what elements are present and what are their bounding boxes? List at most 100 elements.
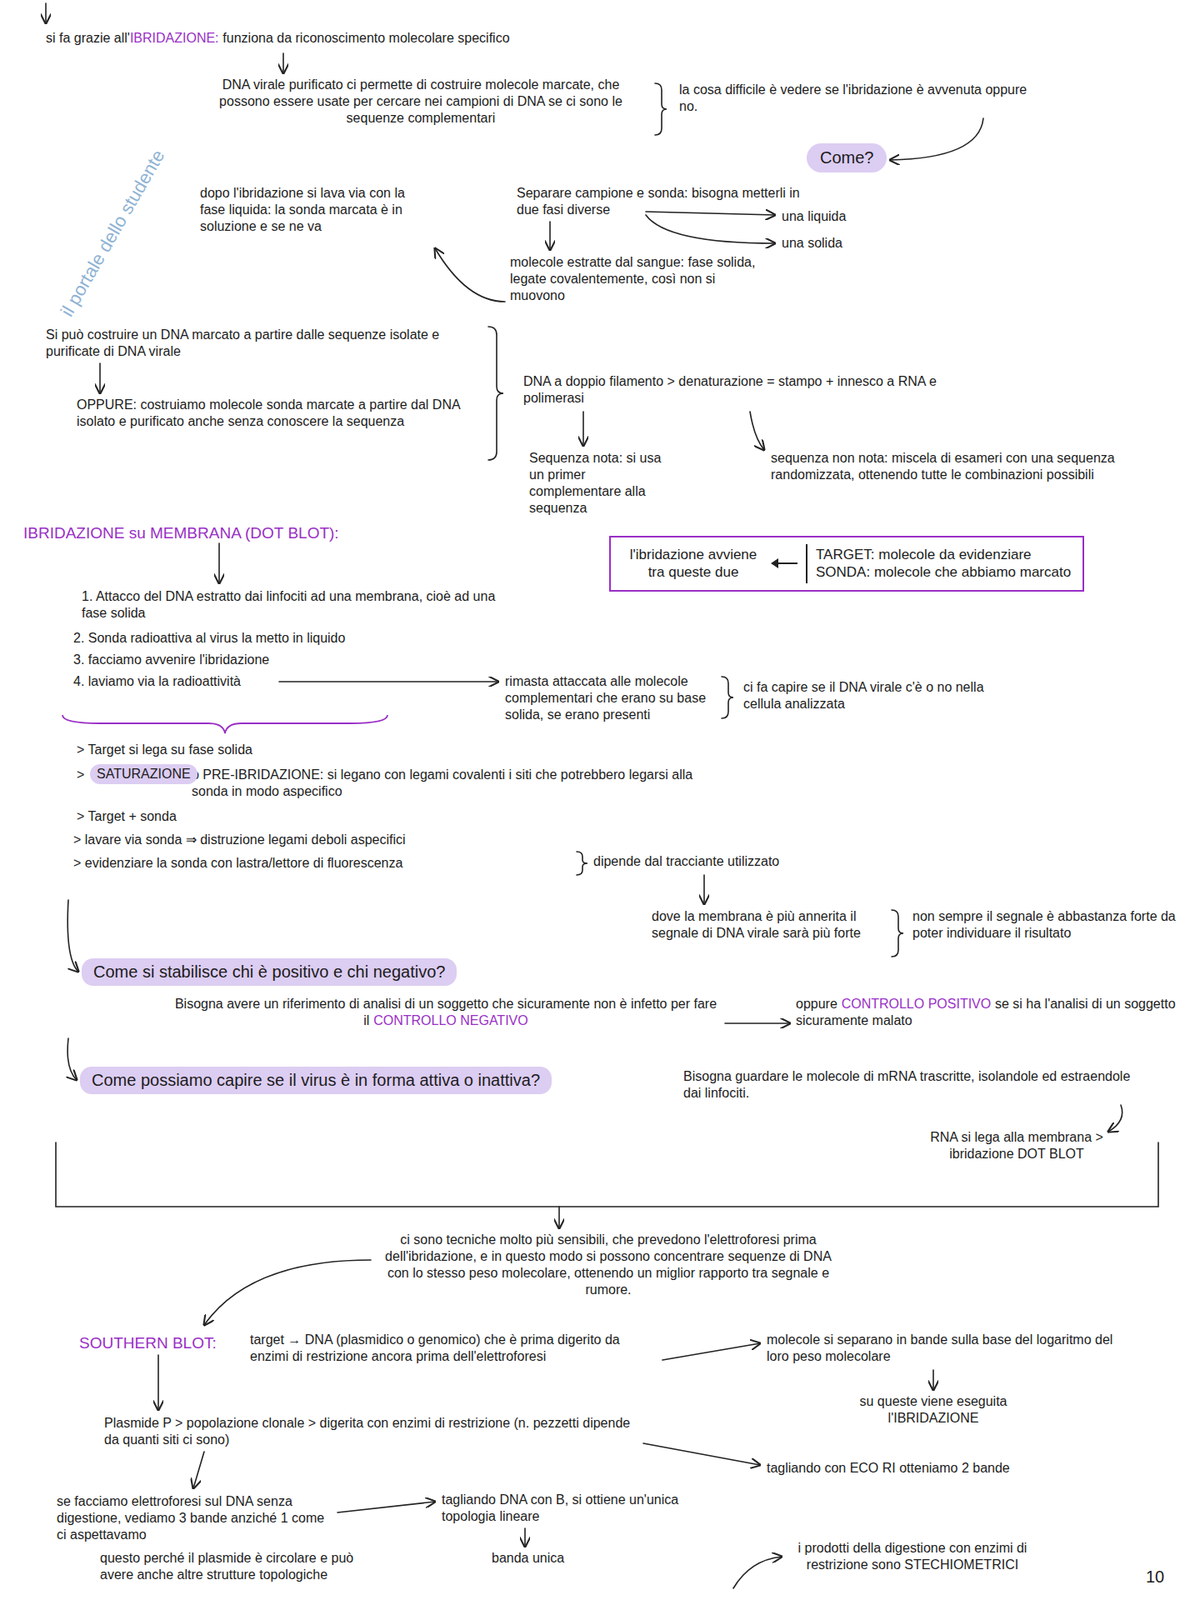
note-phrase: dopo l'ibridazione si lava via con la fa…	[200, 185, 405, 234]
note-phrase: tagliando con ECO RI otteniamo 2 bande	[766, 1460, 1010, 1475]
note-phrase: Bisogna guardare le molecole di mRNA tra…	[683, 1069, 1130, 1100]
note-phrase: sequenza non nota: miscela di esameri co…	[770, 450, 1115, 482]
box-item: TARGET: molecole da evidenziare	[815, 545, 1071, 564]
highlight-term: IBRIDAZIONE:	[130, 30, 220, 45]
question-bubble: Come possiamo capire se il virus è in fo…	[80, 1066, 552, 1095]
note-text: se facciamo elettroforesi sul DNA senza …	[56, 1493, 332, 1544]
note-text: non sempre il segnale è abbastanza forte…	[912, 908, 1192, 942]
note-text: > lavare via sonda ⇒ distruzione legami …	[73, 831, 574, 849]
note-phrase: ci sono tecniche molto più sensibili, ch…	[385, 1232, 832, 1297]
note-text: tagliando con ECO RI otteniamo 2 bande	[766, 1460, 1050, 1477]
note-phrase: Plasmide P > popolazione clonale > diger…	[104, 1415, 630, 1447]
highlight-term: CONTROLLO NEGATIVO	[373, 1013, 529, 1028]
note-phrase: si fa grazie all'	[45, 30, 130, 45]
note-phrase: su queste viene eseguita l'IBRIDAZIONE	[859, 1394, 1007, 1425]
note-text: o PRE-IBRIDAZIONE: si legano con legami …	[191, 766, 725, 800]
note-phrase: oppure	[795, 996, 838, 1011]
note-text: oppureCONTROLLO POSITIVOse si ha l'anali…	[795, 995, 1188, 1030]
note-text: RNA si lega alla membrana > ibridazione …	[925, 1129, 1109, 1163]
box-item: SONDA: molecole che abbiamo marcato	[815, 563, 1071, 581]
note-phrase: Sequenza nota: si usa un primer compleme…	[529, 450, 661, 515]
note-phrase: DNA a doppio filamento > denaturazione =…	[523, 374, 937, 405]
note-text: Separare campione e sonda: bisogna mette…	[516, 185, 800, 219]
note-phrase: i prodotti della digestione con enzimi d…	[798, 1540, 1028, 1572]
note-phrase: > lavare via sonda ⇒ distruzione legami …	[73, 832, 406, 847]
highlight-term: CONTROLLO POSITIVO	[841, 996, 992, 1011]
node-text: Come?	[820, 147, 874, 169]
note-phrase: una solida	[781, 235, 843, 250]
note-phrase: se facciamo elettroforesi sul DNA senza …	[56, 1494, 325, 1542]
note-phrase: il portale dello studente	[56, 146, 170, 320]
note-text: questo perché il plasmide è circolare e …	[100, 1550, 384, 1584]
note-text: ci fa capire se il DNA virale c'è o no n…	[743, 679, 1019, 713]
note-phrase: una liquida	[781, 209, 846, 224]
watermark: il portale dello studente	[55, 110, 190, 321]
note-phrase: questo perché il plasmide è circolare e …	[100, 1550, 354, 1582]
note-text: Bisogna avere un riferimento di analisi …	[170, 995, 721, 1030]
note-text: rimasta attaccata alle molecole compleme…	[505, 673, 714, 724]
note-text: 4. laviamo via la radioattività	[73, 673, 324, 690]
note-text: > evidenziare la sonda con lastra/lettor…	[73, 855, 565, 872]
note-text: Sequenza nota: si usa un primer compleme…	[529, 450, 663, 517]
note-text: ci sono tecniche molto più sensibili, ch…	[375, 1231, 842, 1299]
note-phrase: OPPURE: costruiamo molecole sonda marcat…	[76, 397, 460, 429]
note-phrase: >	[76, 767, 85, 782]
bracket-list: TARGET: molecole da evidenziareSONDA: mo…	[805, 544, 1071, 584]
note-phrase: molecole estratte dal sangue: fase solid…	[510, 255, 755, 303]
note-text: dove la membrana è più annerita il segna…	[651, 908, 885, 942]
highlight-term: IBRIDAZIONE su MEMBRANA (DOT BLOT):	[23, 524, 340, 542]
note-phrase: 3. facciamo avvenire l'ibridazione	[73, 652, 270, 667]
note-text: IBRIDAZIONE su MEMBRANA (DOT BLOT):	[23, 523, 457, 544]
note-text: i prodotti della digestione con enzimi d…	[787, 1540, 1038, 1574]
definition-box: l'ibridazione avviene tra queste due TARG…	[609, 535, 1085, 592]
node-text: SATURAZIONE	[96, 765, 191, 783]
note-text: Bisogna guardare le molecole di mRNA tra…	[683, 1068, 1134, 1102]
note-phrase: 10	[1145, 1567, 1165, 1586]
note-text: sequenza non nota: miscela di esameri co…	[770, 450, 1192, 484]
node-text: Come si stabilisce chi è positivo e chi …	[93, 961, 445, 983]
question-bubble: Come?	[806, 143, 887, 173]
highlight-term: SOUTHERN BLOT:	[79, 1334, 217, 1352]
note-text: la cosa difficile è vedere se l'ibridazi…	[679, 81, 1046, 115]
note-phrase: Separare campione e sonda: bisogna mette…	[516, 185, 800, 217]
note-phrase: tagliando DNA con B, si ottiene un'unica…	[441, 1492, 679, 1524]
note-phrase: banda unica	[491, 1550, 565, 1565]
note-text: una solida	[781, 235, 949, 252]
note-phrase: target → DNA (plasmidico o genomico) che…	[250, 1332, 620, 1364]
note-text: SOUTHERN BLOT:	[79, 1333, 246, 1354]
arrow-line	[772, 562, 798, 565]
note-text: su queste viene eseguita l'IBRIDAZIONE	[825, 1393, 1042, 1427]
note-text: molecole si separano in bande sulla base…	[766, 1331, 1134, 1365]
box-heading: l'ibridazione avviene tra queste due	[622, 545, 765, 582]
highlight-term: SATURAZIONE	[90, 764, 198, 785]
note-text: 3. facciamo avvenire l'ibridazione	[73, 651, 507, 669]
note-text: si fa grazie all'IBRIDAZIONE:funziona da…	[45, 30, 963, 47]
note-phrase: > Target si lega su fase solida	[76, 742, 253, 757]
note-text: Plasmide P > popolazione clonale > diger…	[104, 1415, 638, 1449]
note-phrase: > evidenziare la sonda con lastra/lettor…	[73, 855, 403, 870]
note-text: target → DNA (plasmidico o genomico) che…	[250, 1331, 659, 1365]
note-text: Si può costruire un DNA marcato a partir…	[45, 326, 480, 360]
note-text: > Target + sonda	[76, 808, 410, 825]
note-text: tagliando DNA con B, si ottiene un'unica…	[441, 1491, 717, 1525]
note-phrase: DNA virale purificato ci permette di cos…	[219, 77, 623, 125]
note-phrase: RNA si lega alla membrana > ibridazione …	[930, 1130, 1104, 1161]
note-text: 1. Attacco del DNA estratto dai linfocit…	[81, 588, 515, 622]
note-phrase: molecole si separano in bande sulla base…	[766, 1332, 1113, 1364]
note-text: DNA virale purificato ci permette di cos…	[200, 76, 642, 127]
note-phrase: 4. laviamo via la radioattività	[73, 674, 241, 689]
note-phrase: 2. Sonda radioattiva al virus la metto i…	[73, 630, 345, 645]
note-text: dopo l'ibridazione si lava via con la fa…	[200, 185, 425, 235]
note-phrase: o PRE-IBRIDAZIONE: si legano con legami …	[191, 767, 693, 799]
note-phrase: rimasta attaccata alle molecole compleme…	[505, 674, 706, 722]
note-phrase: ci fa capire se il DNA virale c'è o no n…	[743, 680, 985, 711]
node-text: Come possiamo capire se il virus è in fo…	[91, 1070, 540, 1091]
note-phrase: funziona da riconoscimento molecolare sp…	[222, 30, 510, 45]
note-text: una liquida	[781, 208, 949, 225]
note-phrase: dipende dal tracciante utilizzato	[593, 854, 780, 869]
note-phrase: Si può costruire un DNA marcato a partir…	[45, 327, 440, 359]
note-phrase: non sempre il segnale è abbastanza forte…	[912, 909, 1176, 940]
note-phrase: 1. Attacco del DNA estratto dai linfocit…	[81, 589, 495, 620]
note-text: DNA a doppio filamento > denaturazione =…	[523, 373, 978, 407]
